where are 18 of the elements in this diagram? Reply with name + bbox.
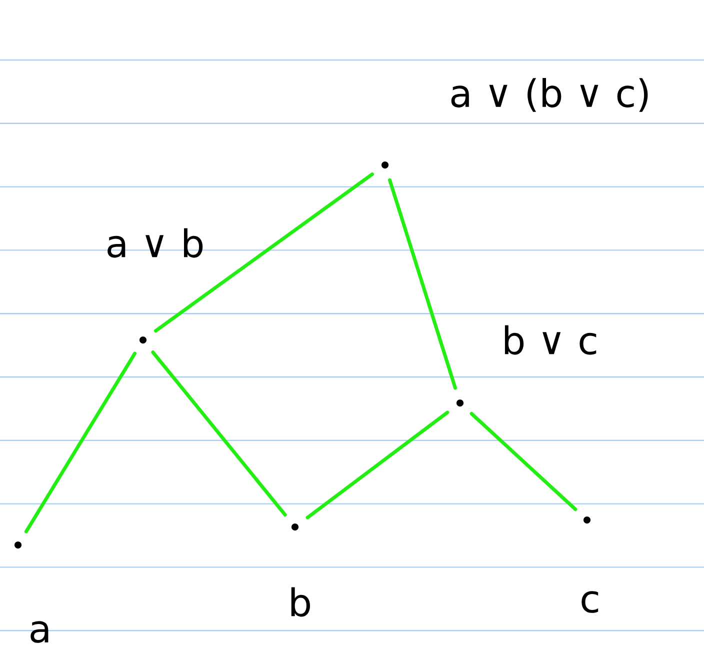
dot — [291, 523, 299, 531]
connector-line — [388, 178, 458, 390]
node-label: c — [582, 591, 598, 613]
dot — [14, 541, 22, 549]
dot — [139, 336, 147, 344]
dot — [583, 516, 591, 524]
dot — [381, 161, 389, 169]
connector-line — [24, 352, 137, 534]
node-label: a ∨ (b ∨ c) — [451, 78, 648, 112]
connector-line — [470, 412, 578, 512]
node-label: b ∨ c — [504, 325, 596, 355]
connector-line — [154, 172, 374, 333]
connector-line — [151, 350, 287, 517]
connector-line — [306, 410, 450, 520]
dot — [456, 399, 464, 407]
node-label: a ∨ b — [108, 228, 203, 258]
node-label: a — [30, 621, 48, 643]
node-label: b — [291, 587, 310, 617]
